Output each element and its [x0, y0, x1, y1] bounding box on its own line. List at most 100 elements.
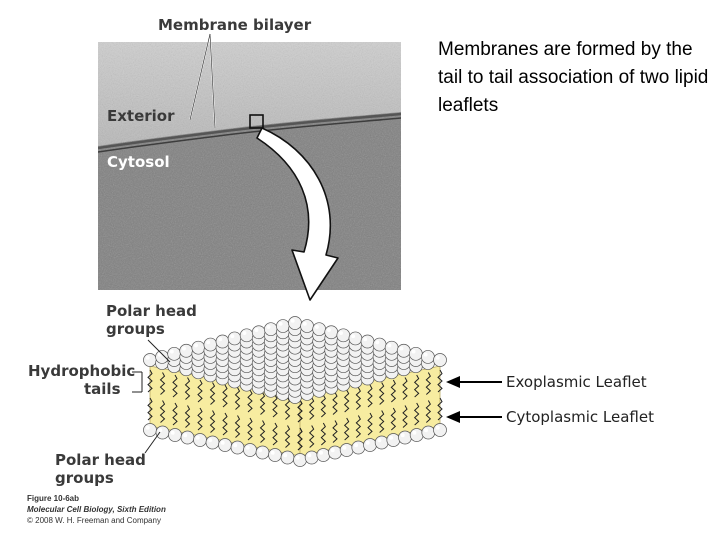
lipid-tail	[343, 417, 350, 441]
lipid-tail	[222, 384, 228, 408]
lipid-tail	[425, 400, 432, 423]
polar-head	[280, 450, 295, 465]
lipid-tail	[437, 369, 443, 393]
polar-head	[215, 334, 230, 349]
polar-head	[348, 331, 363, 346]
lipid-tail	[247, 417, 253, 441]
polar-head	[421, 350, 435, 364]
polar-head	[179, 343, 194, 358]
polar-head	[433, 423, 447, 437]
polar-head	[227, 331, 242, 346]
lipid-tail	[184, 405, 191, 428]
polar-head	[293, 453, 307, 467]
lipid-tail	[159, 400, 166, 423]
exoplasmic-leaflet-label: Exoplasmic Leaflet	[506, 373, 647, 391]
polar-head	[374, 435, 389, 450]
lipid-tail	[355, 387, 362, 410]
polar-head	[304, 450, 319, 465]
polar-head	[263, 322, 278, 337]
polar-head	[363, 438, 377, 452]
lipid-tail	[367, 384, 373, 408]
lipid-bilayer-illustration	[143, 316, 447, 467]
cytosol-label: Cytosol	[107, 153, 170, 171]
membrane-bilayer-label: Membrane bilayer	[158, 16, 312, 34]
book-title: Molecular Cell Biology, Sixth Edition	[27, 505, 166, 514]
lipid-tail	[425, 372, 432, 395]
lipid-tail	[234, 415, 241, 438]
lipid-tail	[390, 379, 397, 403]
polar-head	[351, 440, 366, 455]
lipid-tail	[320, 422, 327, 446]
lipid-tail	[367, 412, 373, 436]
hydrophobic-tails-label-line1: Hydrophobic	[28, 362, 136, 380]
zoom-box	[249, 114, 264, 129]
lipid-tail	[272, 394, 278, 418]
polar-head	[316, 448, 331, 462]
polar-head	[255, 445, 270, 460]
polar-head	[360, 334, 375, 349]
polar-head	[276, 319, 290, 333]
lipid-tail	[197, 379, 203, 403]
lipid-tail	[259, 392, 266, 415]
lipid-tail	[402, 377, 408, 400]
lipid-tail	[159, 372, 166, 395]
lipid-tail	[209, 382, 216, 405]
polar-head	[409, 428, 424, 442]
polar-head	[312, 322, 327, 337]
lipid-tail	[147, 369, 153, 393]
polar-head	[167, 346, 182, 361]
polar-head	[191, 340, 206, 355]
lipid-tail	[378, 410, 385, 433]
polar-head	[398, 430, 412, 445]
polar-head	[143, 353, 157, 367]
polar-head-top-label-line1: Polar head	[106, 302, 197, 320]
polar-head	[396, 343, 411, 358]
cytoplasmic-arrow	[446, 411, 502, 423]
polar-head	[180, 430, 195, 445]
exterior-label: Exterior	[107, 107, 175, 125]
polar-head	[268, 448, 282, 462]
lipid-tail	[308, 397, 315, 420]
polar-head	[230, 440, 245, 455]
lipid-tail	[437, 397, 443, 421]
polar-head	[168, 428, 182, 442]
polar-head	[155, 350, 169, 364]
lipid-tail	[378, 382, 385, 405]
lipid-tail	[147, 397, 153, 421]
polar-head	[328, 445, 342, 460]
lipid-tail	[172, 374, 178, 398]
polar-head	[205, 435, 220, 450]
lipid-tail	[308, 425, 315, 448]
figure-number: Figure 10-6ab	[27, 494, 80, 503]
lipid-tail	[272, 422, 278, 446]
lipid-tail	[320, 394, 327, 418]
electron-micrograph	[98, 42, 401, 290]
lipid-tail	[402, 405, 408, 428]
pointer-line	[144, 431, 161, 454]
lipid-tail	[234, 387, 241, 410]
polar-head	[251, 325, 266, 340]
polar-head	[218, 438, 232, 452]
exoplasmic-arrow	[446, 376, 502, 388]
polar-head	[339, 443, 354, 457]
polar-head	[372, 337, 387, 352]
polar-head-top-label-line2: groups	[106, 320, 165, 338]
lipid-tail	[413, 402, 420, 426]
lipid-tail	[355, 415, 362, 438]
pointer-line	[147, 339, 171, 363]
magnify-arrow	[256, 127, 339, 301]
lipid-tail	[197, 407, 203, 431]
cytoplasmic-leaflet-label: Cytoplasmic Leaflet	[506, 408, 654, 426]
lipid-tail	[259, 420, 266, 443]
lipid-tail	[332, 420, 338, 443]
polar-head	[408, 346, 423, 361]
polar-head	[433, 353, 447, 367]
polar-head-bottom-label-line1: Polar head	[55, 451, 146, 469]
polar-head	[239, 328, 254, 343]
polar-head	[336, 328, 351, 343]
polar-head	[155, 425, 170, 440]
lipid-tail	[284, 397, 291, 420]
lipid-tail	[413, 374, 420, 398]
lipid-tail	[284, 425, 291, 448]
polar-head	[203, 337, 218, 352]
